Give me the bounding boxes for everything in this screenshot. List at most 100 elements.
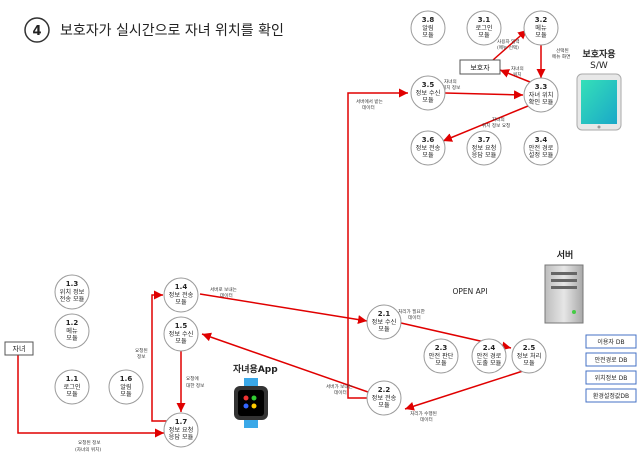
database-item: 안전경로 DB	[585, 352, 637, 367]
module-node-label: 정보 수신	[169, 330, 194, 338]
edge-2-2-to-3-5	[347, 88, 408, 399]
module-node-label: 모듈	[378, 326, 390, 333]
module-node-label: 알림	[120, 383, 131, 391]
edge-label-3-2-to-3-3-line1: 선택된	[556, 47, 569, 54]
module-node-label: 모듈	[478, 32, 490, 39]
module-node-label: 정보 수신	[372, 318, 397, 326]
module-node-id: 3.5	[422, 81, 435, 89]
edge-label-child-to-1-7-line1: 요청된 정보	[78, 439, 101, 446]
edge-label-guardian-to-3-2-line2: (메뉴 선택)	[497, 44, 519, 51]
database-item: 환경설정값DB	[585, 388, 637, 403]
edge-label-3-2-to-3-3-line2: 메뉴 화면	[552, 53, 570, 60]
edge-label-1-4-to-2-1-line1: 서버로 보내는	[210, 286, 237, 293]
module-node-label: 응답 모듈	[472, 152, 497, 159]
database-box	[585, 334, 637, 349]
module-node-label: 정보 전송	[169, 291, 194, 299]
module-node-id: 1.3	[66, 280, 79, 288]
database-label: 환경설정값DB	[593, 392, 629, 400]
module-node-id: 3.2	[535, 16, 548, 24]
module-node-id: 3.7	[478, 136, 491, 144]
edge-label-2-5-to-2-2-line1: 처리가 수행된	[410, 410, 437, 417]
child-box: 자녀	[4, 341, 34, 356]
edge-labels: 요청된 정보 (자녀의 위치) 요청된 정보 서버로 보내는 데이터 요청에 대…	[75, 38, 570, 453]
guardian-sw: 보호자용 S/W	[576, 48, 622, 131]
edge-label-guardian-to-3-2-line1: 사용자 입력	[497, 38, 520, 45]
module-node-label: 모듈	[66, 335, 78, 342]
module-node-label: 정보 요청	[472, 144, 497, 152]
module-node-id: 2.2	[378, 386, 391, 394]
module-node-id: 3.3	[535, 83, 548, 91]
module-node-circle	[410, 75, 446, 111]
module-node-circle	[366, 380, 402, 416]
module-node-label: 메뉴	[66, 327, 78, 335]
module-node-label: 안전 경로	[529, 144, 554, 152]
child-app: 자녀용App	[233, 363, 278, 428]
module-node-label: 정보 처리	[517, 352, 542, 360]
edge-guardian-to-3-2	[492, 29, 528, 61]
module-node-label: 모듈	[523, 360, 535, 367]
edge-label-1-7-to-1-4-line2: 정보	[137, 353, 145, 360]
server-label: 서버	[557, 249, 574, 261]
open-api-label: OPEN API	[452, 287, 487, 296]
module-node-id: 3.4	[535, 136, 548, 144]
module-node-label: 메뉴	[535, 24, 547, 32]
module-node-id: 1.2	[66, 319, 79, 327]
edge-label-3-5-to-3-3-b-line1: 서버에서 받는	[356, 98, 383, 105]
edge-label-3-3-to-3-6-line1: 자녀의	[492, 116, 505, 123]
module-node-circle	[466, 130, 502, 166]
child-app-label: 자녀용App	[233, 363, 278, 375]
edge-3-3-to-3-6	[442, 105, 529, 142]
module-node-circle	[410, 10, 446, 46]
module-node-circle	[523, 130, 559, 166]
edge-3-3-to-guardian	[499, 69, 531, 83]
edge-label-2-2-to-1-5-line2: 데이터	[334, 389, 347, 396]
module-node-id: 1.1	[66, 375, 79, 383]
module-node-label: 알림	[422, 24, 433, 32]
edge-label-2-2-to-1-5-line1: 서버가 보내는	[326, 383, 353, 390]
edge-label-3-3-to-guardian-line2: 위치	[513, 71, 521, 78]
module-node-label: 로그인	[63, 384, 80, 391]
module-node-label: 정보 전송	[372, 394, 397, 402]
database-item: 위치정보 DB	[585, 370, 637, 385]
database-item: 이용자 DB	[585, 334, 637, 349]
module-node-label: 위치 정보	[60, 288, 85, 296]
module-node-circle	[511, 338, 547, 374]
module-node-id: 1.7	[175, 418, 188, 426]
edge-2-2-to-1-5	[201, 332, 369, 393]
server-icon	[544, 264, 584, 324]
module-node-id: 1.6	[120, 375, 133, 383]
child-box-label: 자녀	[13, 344, 26, 353]
module-node-label: 전송 모듈	[60, 295, 85, 303]
module-node-label: 확인 모듈	[529, 98, 554, 106]
module-node-circle	[163, 277, 199, 313]
module-node-label: 도출 모듈	[477, 359, 502, 367]
module-node-id: 2.5	[523, 344, 536, 352]
guardian-sw-label-line1: 보호자용	[582, 48, 615, 60]
module-node-id: 3.6	[422, 136, 435, 144]
edge-label-3-5-to-3-3-a-line1: 자녀의	[444, 78, 457, 85]
edge-label-3-3-to-3-6-line2: 위치 정보 요청	[482, 122, 510, 129]
module-node-label: 모듈	[422, 152, 434, 159]
module-node-label: 모듈	[378, 402, 390, 409]
module-node-circle	[423, 338, 459, 374]
module-node-label: 정보 전송	[416, 144, 441, 152]
header: 4 보호자가 실시간으로 자녀 위치를 확인	[24, 17, 284, 43]
module-node-label: 모듈	[535, 32, 547, 39]
guardian-box: 보호자	[459, 59, 501, 75]
database-label: 이용자 DB	[597, 338, 624, 346]
module-node-label: 안전 판단	[429, 352, 454, 360]
module-node-id: 1.5	[175, 322, 188, 330]
